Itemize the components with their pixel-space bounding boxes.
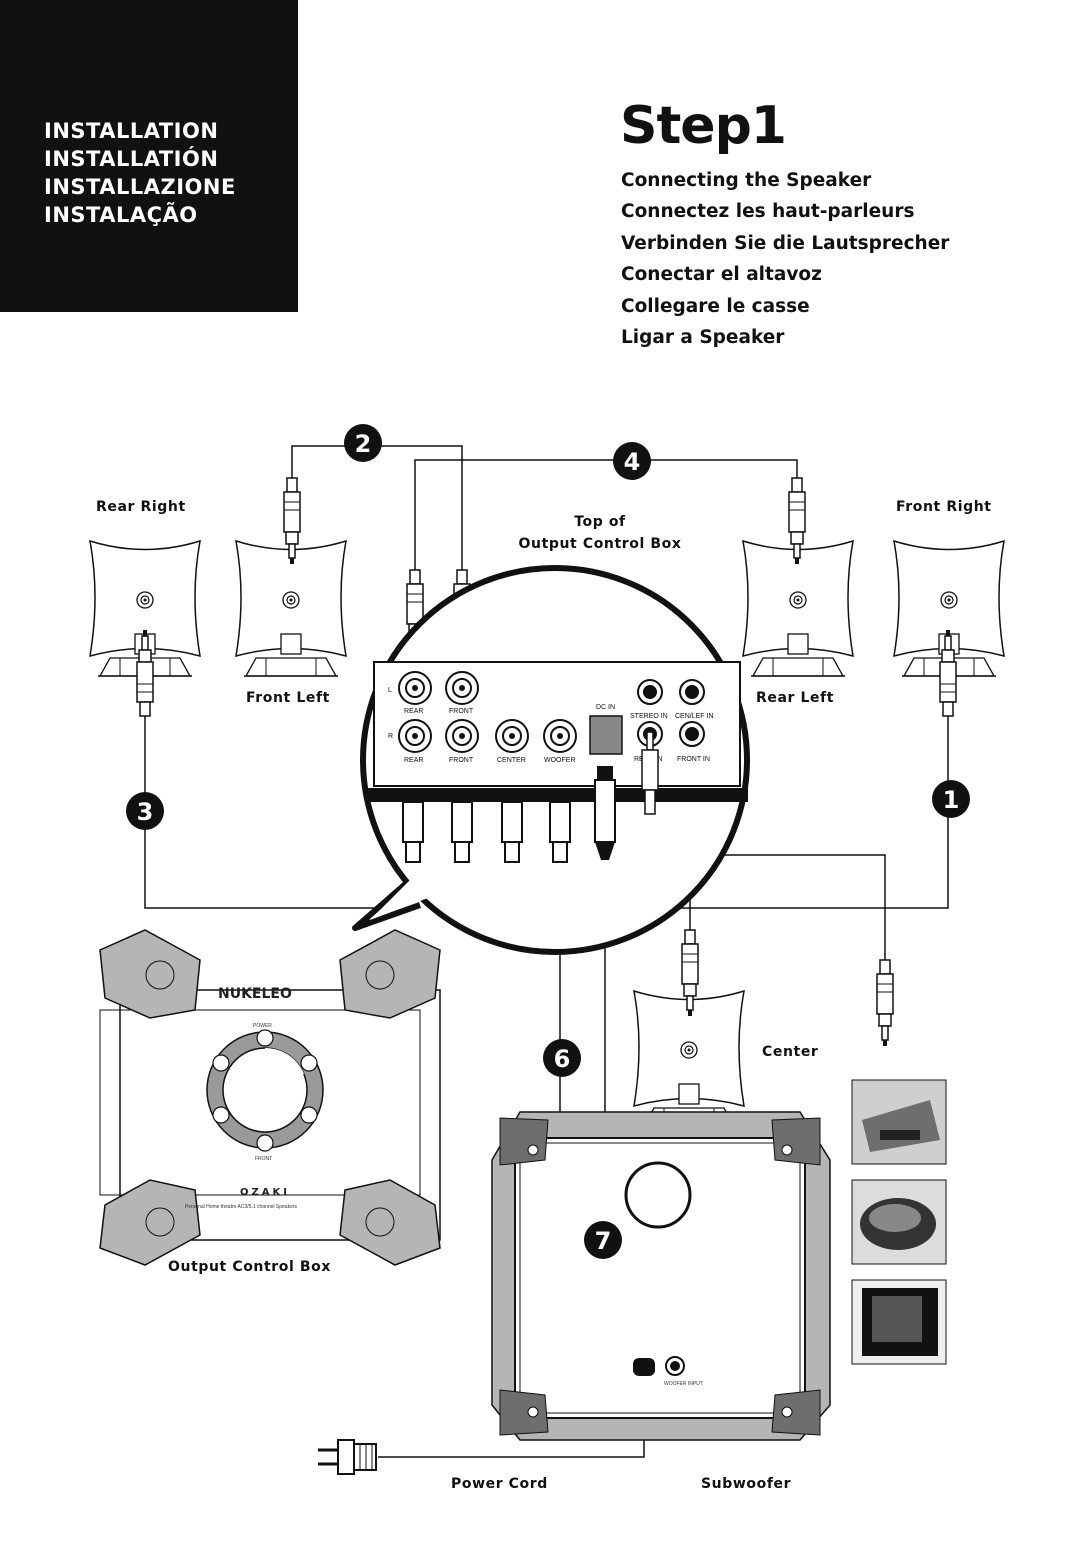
step-badge-2: 2 [344,424,382,462]
label-front-right: Front Right [896,499,992,515]
svg-text:6: 6 [554,1045,571,1073]
model-name: OZAKI [240,1187,290,1198]
subtitle-de: Verbinden Sie die Lautsprecher [621,233,950,254]
brand-logo: NUKELEO [218,986,292,1002]
label-top-of: Top of [574,514,626,530]
source-tv [851,1279,947,1365]
panel-callout: L R REAR FRONT REAR FRONT CENTER WOOFER … [352,565,750,955]
label-front-in: FRONT IN [677,756,710,763]
subtitle-en: Connecting the Speaker [621,170,872,191]
label-front-r: FRONT [449,757,474,764]
header-line-pt: INSTALAÇÃO [44,203,198,227]
label-subwoofer: Subwoofer [701,1476,792,1492]
subtitle-es: Conectar el altavoz [621,264,822,285]
svg-text:4: 4 [624,448,641,476]
tagline: Personal Home theatre AC3/5.1 channel Sp… [185,1204,298,1210]
step-badge-7: 7 [584,1221,622,1259]
label-center-speaker: Center [762,1044,819,1060]
step-badge-6: 6 [543,1039,581,1077]
subtitle-fr: Connectez les haut-parleurs [621,201,915,222]
step-title: Step1 [620,96,787,156]
label-power: POWER [253,1023,272,1029]
svg-text:1: 1 [943,786,960,814]
label-output-control-box: Output Control Box [168,1259,331,1275]
label-rear-right: Rear Right [96,499,186,515]
source-cd-player [851,1179,947,1265]
label-stereo-in: STEREO IN [630,713,668,720]
power-plug [318,1439,377,1475]
label-cen-lef-in: CEN/LEF IN [675,713,714,720]
step-badge-3: 3 [126,792,164,830]
header-line-en: INSTALLATION [44,119,219,143]
header-line-it: INSTALLAZIONE [44,175,236,199]
label-dc-in: DC IN [596,704,615,711]
svg-text:7: 7 [595,1227,612,1255]
output-control-box: NUKELEO POWER FRONT OZAKI Personal Home … [99,929,441,1266]
step-badge-1: 1 [932,780,970,818]
subtitle-it: Collegare le casse [621,296,810,317]
source-sound-card [851,1079,947,1165]
label-top-of-box: Output Control Box [518,536,682,552]
label-woofer: WOOFER [544,757,576,764]
label-rear-left: Rear Left [756,690,835,706]
label-power-cord: Power Cord [451,1476,548,1492]
svg-text:2: 2 [355,430,372,458]
step-badge-4: 4 [613,442,651,480]
label-center: CENTER [497,757,526,764]
label-rear-r: REAR [404,757,423,764]
header-box [0,0,298,312]
subwoofer: WOOFER INPUT [491,1111,831,1441]
label-front-l: FRONT [449,708,474,715]
label-l: L [388,687,392,694]
header-line-es: INSTALLATIÓN [44,147,219,171]
label-woofer-input: WOOFER INPUT [664,1381,703,1387]
label-r: R [388,733,393,740]
label-front: FRONT [255,1156,272,1162]
subtitle-pt: Ligar a Speaker [621,327,785,348]
label-front-left: Front Left [246,690,330,706]
label-rear-l: REAR [404,708,423,715]
svg-text:3: 3 [137,798,154,826]
